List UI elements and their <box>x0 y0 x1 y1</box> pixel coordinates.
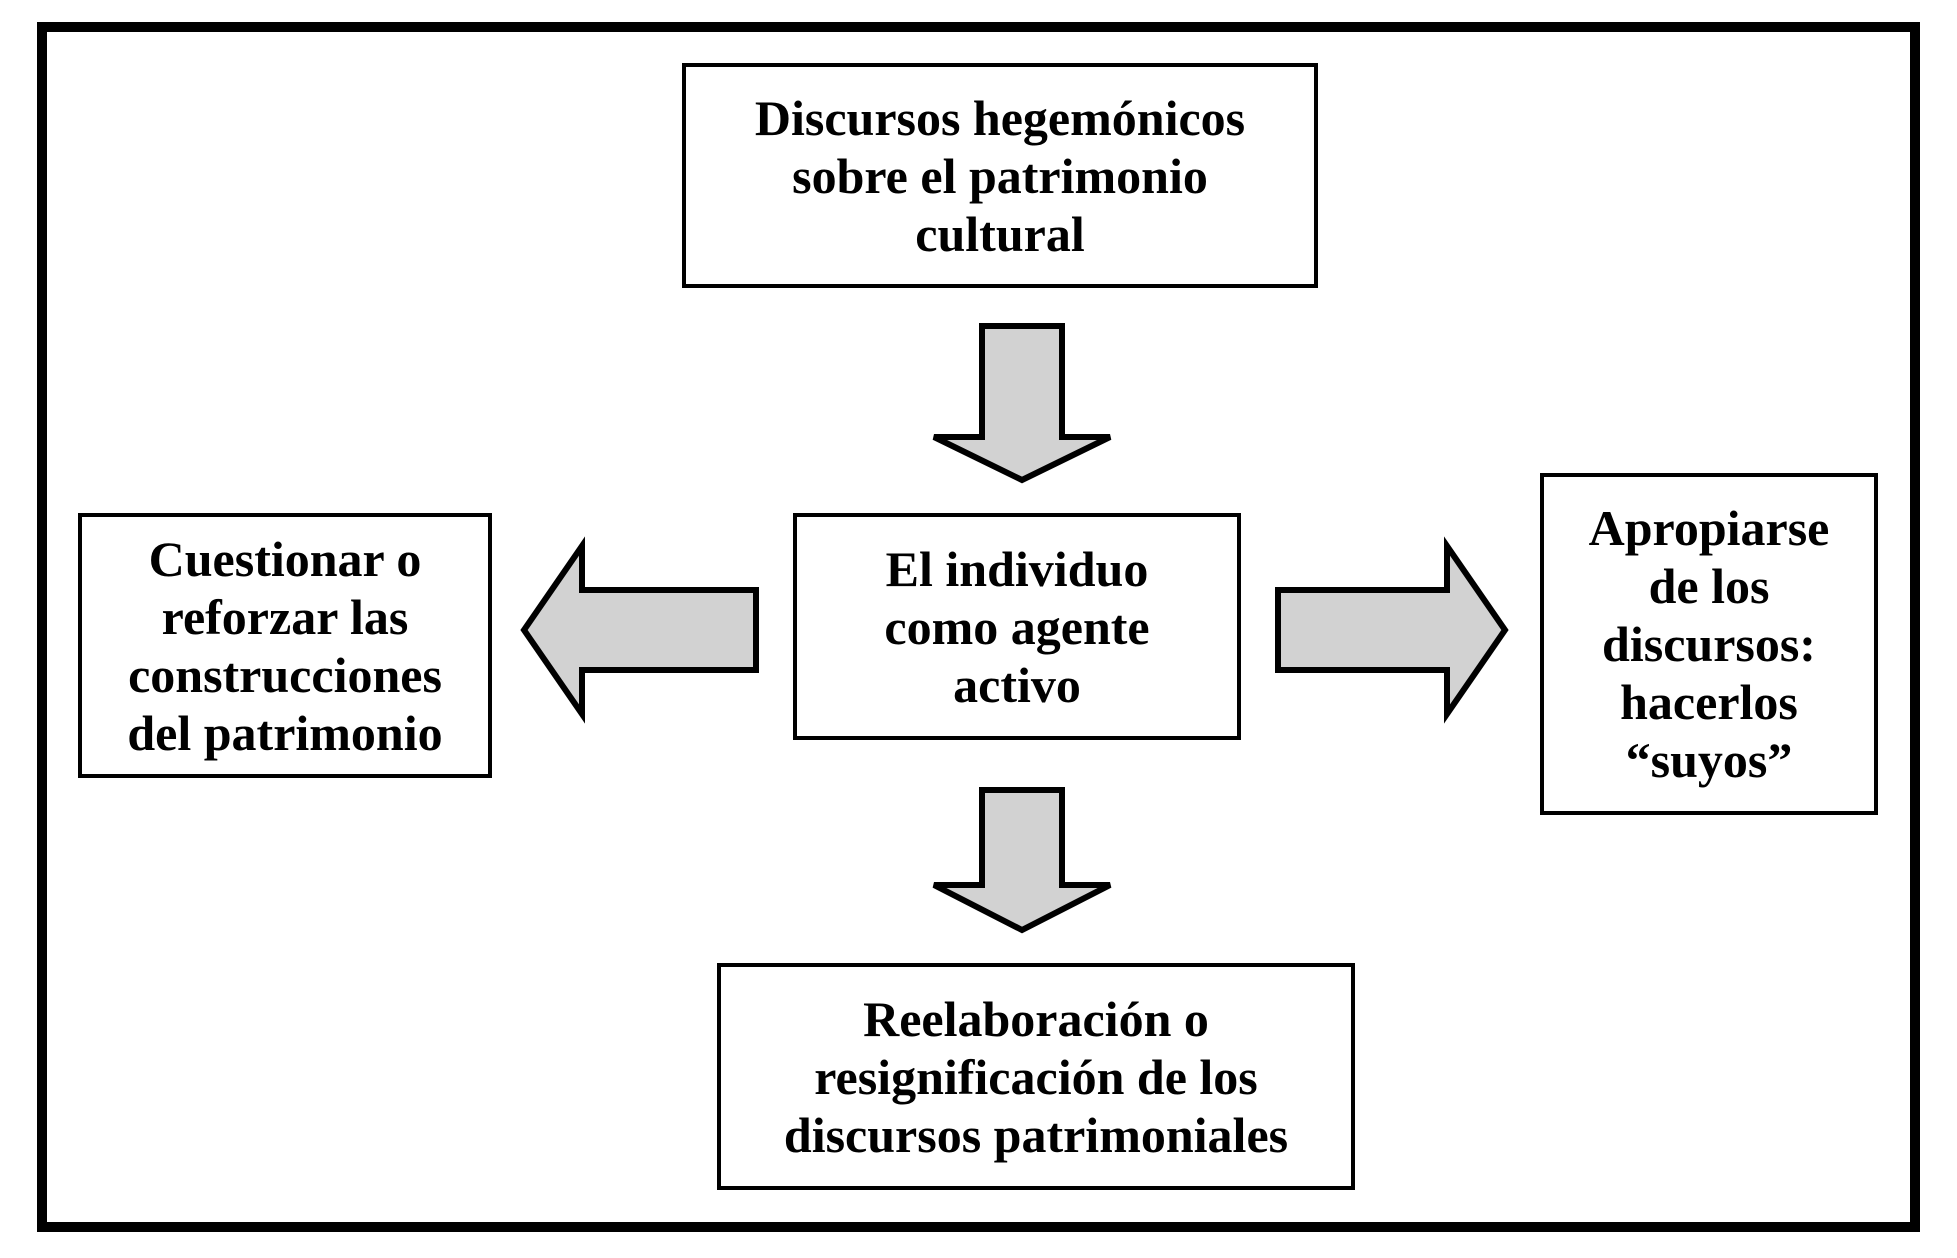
box-text-line: sobre el patrimonio <box>792 147 1208 204</box>
box-text-line: Reelaboración o <box>863 990 1209 1047</box>
box-text-line: construcciones <box>128 646 442 703</box>
box-apropiarse-discursos: Apropiarse de los discursos: hacerlos “s… <box>1540 473 1878 815</box>
box-el-individuo-agente-activo: El individuo como agente activo <box>793 513 1241 740</box>
box-discursos-hegemonicos: Discursos hegemónicos sobre el patrimoni… <box>682 63 1318 288</box>
box-text-line: Apropiarse <box>1588 500 1830 556</box>
box-text-line: de los <box>1648 558 1770 614</box>
arrow-center-to-bottom-icon <box>932 787 1112 934</box>
box-cuestionar-reforzar: Cuestionar o reforzar las construcciones… <box>78 513 492 778</box>
box-text-line: discursos: <box>1602 616 1816 672</box>
box-text-line: cultural <box>915 205 1085 262</box>
box-text-line: reforzar las <box>161 588 409 645</box>
box-text-line: Discursos hegemónicos <box>754 89 1246 146</box>
box-text-line: “suyos” <box>1625 732 1793 788</box>
arrow-center-to-right-icon <box>1275 536 1509 724</box>
box-text-line: hacerlos <box>1620 674 1798 730</box>
box-text-line: del patrimonio <box>127 704 443 761</box>
box-text-line: resignificación de los <box>814 1048 1258 1105</box>
arrow-center-to-left-icon <box>520 536 759 724</box>
box-text-line: discursos patrimoniales <box>783 1106 1289 1163</box>
box-text-line: como agente <box>884 598 1150 655</box>
box-text-line: El individuo <box>885 540 1149 597</box>
arrow-top-to-center-icon <box>932 323 1112 484</box>
outer-frame <box>37 22 1920 1232</box>
box-reelaboracion-resignificacion: Reelaboración o resignificación de los d… <box>717 963 1355 1190</box>
box-text-line: activo <box>953 656 1081 713</box>
box-text-line: Cuestionar o <box>148 530 422 587</box>
